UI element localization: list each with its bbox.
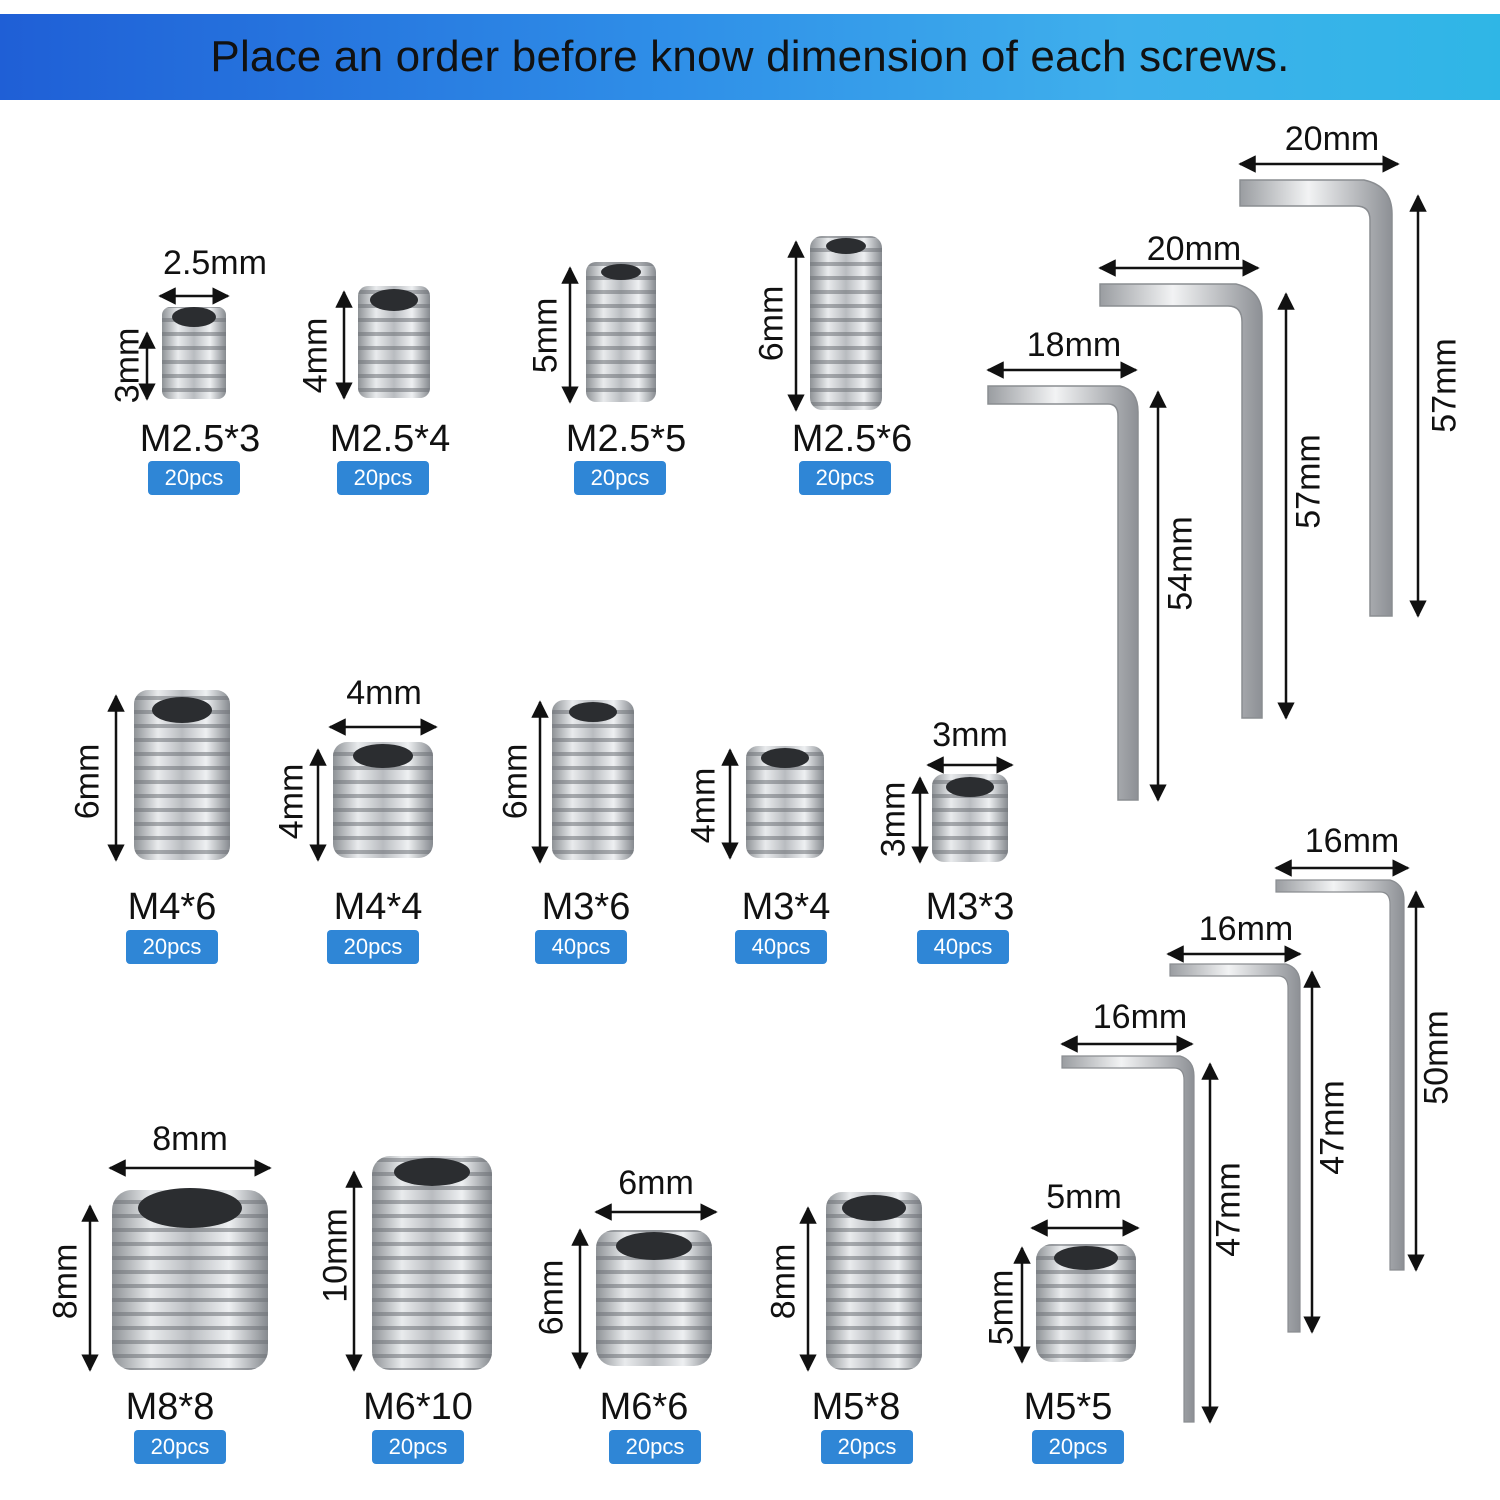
height-label: 4mm: [684, 767, 723, 844]
quantity-badge: 20pcs: [609, 1430, 701, 1464]
quantity-badge: 40pcs: [917, 930, 1009, 964]
screw-m8x8: [81, 1159, 272, 1372]
wrench-length-label: 54mm: [1161, 516, 1200, 611]
height-label: 6mm: [68, 743, 107, 820]
screw-size-label: M2.5*4: [329, 418, 451, 460]
wrench-width-label: 16mm: [1198, 910, 1294, 948]
height-label: 3mm: [874, 781, 913, 858]
wrench-width-label: 18mm: [1026, 326, 1122, 364]
height-label: 10mm: [316, 1208, 355, 1303]
quantity-badge: 20pcs: [574, 461, 666, 495]
quantity-badge: 20pcs: [134, 1430, 226, 1464]
hex-wrench-2: [1098, 259, 1295, 720]
screw-size-label: M3*3: [925, 886, 1015, 928]
screw-size-label: M2.5*5: [565, 418, 687, 460]
screw-m3x3: [911, 756, 1014, 864]
quantity-badge: 40pcs: [735, 930, 827, 964]
width-label: 2.5mm: [163, 244, 267, 282]
header-banner: Place an order before know dimension of …: [0, 14, 1500, 100]
screw-m2-5x3: [138, 287, 230, 401]
screw-size-label: M4*6: [127, 886, 217, 928]
wrench-width-label: 16mm: [1092, 998, 1188, 1036]
wrench-length-label: 57mm: [1425, 338, 1464, 433]
quantity-badge: 20pcs: [126, 930, 218, 964]
quantity-badge: 20pcs: [821, 1430, 913, 1464]
wrench-length-label: 47mm: [1209, 1162, 1248, 1257]
height-label: 8mm: [46, 1243, 85, 1320]
banner-title: Place an order before know dimension of …: [210, 32, 1290, 81]
wrench-width-label: 20mm: [1284, 120, 1380, 158]
screw-size-label: M2.5*6: [791, 418, 913, 460]
quantity-badge: 20pcs: [799, 461, 891, 495]
wrench-length-label: 47mm: [1313, 1080, 1352, 1175]
quantity-badge: 20pcs: [148, 461, 240, 495]
screw-m6x10: [345, 1156, 492, 1372]
screw-m2-5x6: [787, 236, 882, 412]
hex-wrench-1: [986, 361, 1167, 802]
screw-size-label: M2.5*3: [139, 418, 261, 460]
width-label: 8mm: [152, 1120, 228, 1158]
screw-m2-5x5: [561, 262, 656, 404]
height-label: 6mm: [752, 285, 791, 362]
height-label: 4mm: [296, 317, 335, 394]
screw-m4x4: [309, 718, 438, 862]
screw-m4x6: [107, 690, 230, 862]
screw-m5x5: [1013, 1219, 1140, 1364]
screw-m2-5x4: [335, 286, 430, 400]
height-label: 6mm: [496, 743, 535, 820]
screw-size-label: M3*6: [541, 886, 631, 928]
height-label: 6mm: [532, 1259, 571, 1336]
height-label: 8mm: [764, 1243, 803, 1320]
hex-wrench-4: [1060, 1035, 1219, 1424]
height-label: 3mm: [108, 327, 147, 404]
screw-m3x4: [721, 746, 824, 860]
hex-wrench-3: [1238, 155, 1427, 618]
quantity-badge: 20pcs: [327, 930, 419, 964]
wrench-length-label: 57mm: [1289, 434, 1328, 529]
screw-size-label: M3*4: [741, 886, 831, 928]
wrench-width-label: 16mm: [1304, 822, 1400, 860]
screw-size-label: M8*8: [125, 1386, 215, 1428]
width-label: 5mm: [1046, 1178, 1122, 1216]
wrench-length-label: 50mm: [1417, 1010, 1456, 1105]
width-label: 4mm: [346, 674, 422, 712]
hex-wrench-5: [1166, 945, 1321, 1334]
screw-m3x6: [531, 700, 634, 864]
screw-size-label: M5*5: [1023, 1386, 1113, 1428]
height-label: 4mm: [272, 763, 311, 840]
width-label: 6mm: [618, 1164, 694, 1202]
screw-size-label: M6*10: [363, 1386, 473, 1428]
wrench-width-label: 20mm: [1146, 230, 1242, 268]
quantity-badge: 20pcs: [1032, 1430, 1124, 1464]
quantity-badge: 20pcs: [337, 461, 429, 495]
height-label: 5mm: [526, 297, 565, 374]
quantity-badge: 40pcs: [535, 930, 627, 964]
width-label: 3mm: [932, 716, 1008, 754]
quantity-badge: 20pcs: [372, 1430, 464, 1464]
hex-wrench-6: [1274, 859, 1425, 1272]
screw-m5x8: [799, 1192, 922, 1372]
screw-size-label: M4*4: [333, 886, 423, 928]
screw-size-label: M6*6: [599, 1386, 689, 1428]
height-label: 5mm: [982, 1269, 1021, 1346]
screw-size-label: M5*8: [811, 1386, 901, 1428]
screw-m6x6: [571, 1203, 718, 1370]
